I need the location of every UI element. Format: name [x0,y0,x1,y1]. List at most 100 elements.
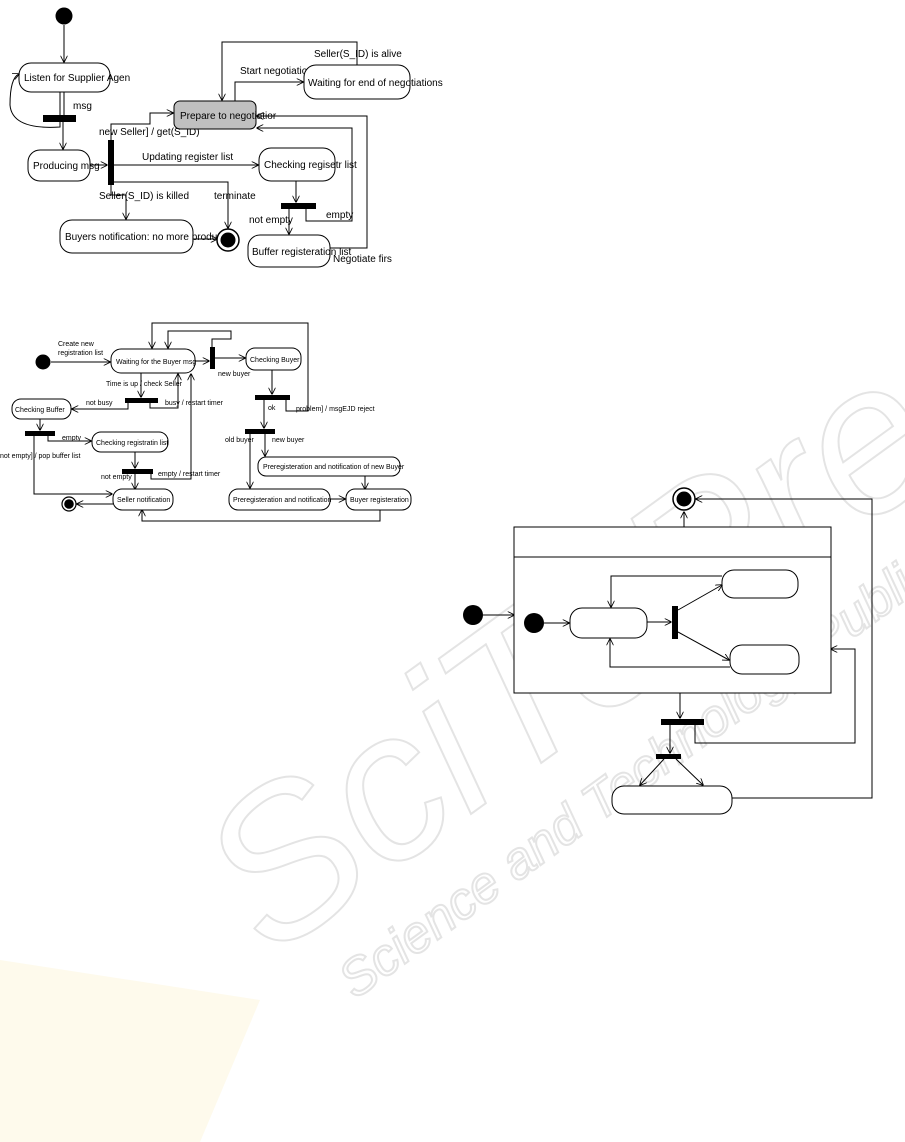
d1-state-checking-register-label: Checking regisetr list [264,160,357,171]
d3-edge-loop-back [694,649,856,744]
d1-fork-2 [108,140,114,185]
diagram-2: Create new registration list Waiting for… [0,322,412,522]
d2-state-seller-notification [112,488,174,511]
d2-fork-1 [210,347,215,369]
d2-edge-not-busy [72,403,129,409]
d1-edge-seller-alive [222,41,358,100]
d3-state-center [569,607,648,639]
d2-state-buyer-reg [345,488,412,511]
d1-edge-new-seller-label: new Seller] / get(S_ID) [99,127,200,138]
d2-edge-not-empty-pop [33,436,112,494]
d1-edge-updating-label: Updating register list [142,152,233,163]
d2-end-node-core [64,499,74,509]
d2-edge-empty-restart [150,374,191,480]
d1-edge-not-empty-label: not empty [249,215,293,226]
d3-edge-fork-top [677,585,722,611]
d2-state-prereg-new [257,456,401,477]
d3-edge-final-to-end [696,499,873,799]
watermark-emblem [0,960,260,1142]
d2-edge-loop [168,330,232,348]
d2-edge-not-empty-pop-label: not empty] / pop buffer list [0,453,80,460]
d1-edge-negotiate [257,116,368,249]
d2-fork-5 [25,431,55,436]
d1-state-buyers-notification-label: Buyers notification: no more product p [65,232,234,243]
d2-create-label-2: registration list [58,350,103,357]
d3-end-node-core [676,491,692,507]
d2-edge-busy [149,374,178,409]
d2-edge-not-empty-label: not empty [101,474,132,481]
d3-inner-start [524,613,544,633]
d1-edge-empty [257,128,353,222]
d2-state-checking-reg [91,431,169,453]
d1-edge-killed-label: Seller(S_ID) is killed [99,191,189,202]
d3-fork-2 [661,719,704,725]
d1-edge-negotiate-label: Negotiate firs [333,254,392,265]
d1-state-prepare-label: Prepare to negotiatior [180,111,277,122]
d2-fork-2 [255,395,290,400]
d2-edge-new-buyer-2-label: new buyer [272,437,305,444]
d2-state-buyer-reg-label: Buyer registeration [350,497,409,504]
d1-end-node-core [220,232,236,248]
d1-edge-terminate-label: terminate [214,191,256,202]
d2-state-prereg-label: Preregisteration and notification [233,497,332,504]
d2-state-checking-buffer-label: Checking Buffer [15,407,65,414]
d1-state-buyers-notification [59,219,194,254]
d2-edge-empty-label: empty [62,435,82,442]
d2-edge-busy-label: busy / restart timer [165,400,224,407]
d3-edge-bottom-back [610,639,730,668]
d2-fork-4 [125,398,158,403]
d1-state-buffer-list-label: Buffer registeration list [252,247,352,258]
d2-fork-6 [122,469,153,474]
d2-edge-ok-label: ok [268,405,276,412]
d3-outer-start [463,605,483,625]
d3-edge-to-final-left [640,758,665,785]
d2-state-prereg-new-label: Preregisteration and notification of new… [263,464,405,471]
d2-create-label-1: Create new [58,341,95,348]
d1-state-buffer-list [247,234,331,268]
d2-state-checking-buffer [11,398,72,420]
d2-state-checking-buyer-label: Checking Buyer [250,357,300,364]
d3-state-final [611,785,733,815]
d1-edge-terminate [114,181,228,228]
d2-edge-not-busy-label: not busy [86,400,113,407]
d2-edge-new-buyer-label: new buyer [218,371,251,378]
d2-state-checking-buyer [245,347,302,371]
d2-edge-problem [152,322,309,412]
d2-start-node [35,354,51,370]
d3-fork-3 [656,754,681,759]
d1-edge-seller-alive-label: Seller(S_ID) is alive [314,49,402,60]
d2-fork-3 [245,429,275,434]
d2-edge-old-buyer-label: old buyer [225,437,254,444]
d2-edge-empty-restart-label: empty / restart timer [158,471,221,478]
d2-state-seller-notification-label: Seller notification [117,497,170,504]
diagram-3 [463,487,873,815]
d1-edge-msg-label: msg [73,101,92,112]
d1-state-prepare [173,100,257,130]
d3-edge-to-final-right [675,758,703,785]
d3-state-bottom [729,644,800,675]
d2-edge-empty [47,436,91,441]
d1-edge-listen-loop [9,74,61,128]
d1-fork-3 [281,203,316,209]
diagram-1: Listen for Supplier Agen msg Producing m… [9,7,443,268]
d2-edge-reg-to-seller [142,510,381,522]
d1-state-listen-label: Listen for Supplier Agen [24,73,130,84]
d1-edge-start-negotiations [234,82,303,101]
d1-fork-1 [43,115,76,122]
d1-start-node [55,7,73,25]
d2-state-waiting-buyer-label: Waiting for the Buyer msg [116,359,196,366]
d2-edge-problem-label: problem] / msgEJD reject [296,406,375,413]
d1-state-waiting-end-label: Waiting for end of negotiations [308,78,443,89]
d1-state-producing-label: Producing msg [33,161,100,172]
d1-state-checking-register [258,147,336,182]
d1-edge-start-negotiations-label: Start negotiations [240,66,318,77]
d1-edge-empty-label: empty [326,210,353,221]
d3-edge-top-back [611,575,722,607]
d3-edge-fork-bottom [677,631,729,660]
d3-state-top [721,569,799,599]
d2-state-checking-reg-label: Checking registratin list [96,440,168,447]
d3-fork [672,606,678,639]
d1-edge-killed [110,185,126,219]
d1-edge-new-seller [110,113,173,140]
